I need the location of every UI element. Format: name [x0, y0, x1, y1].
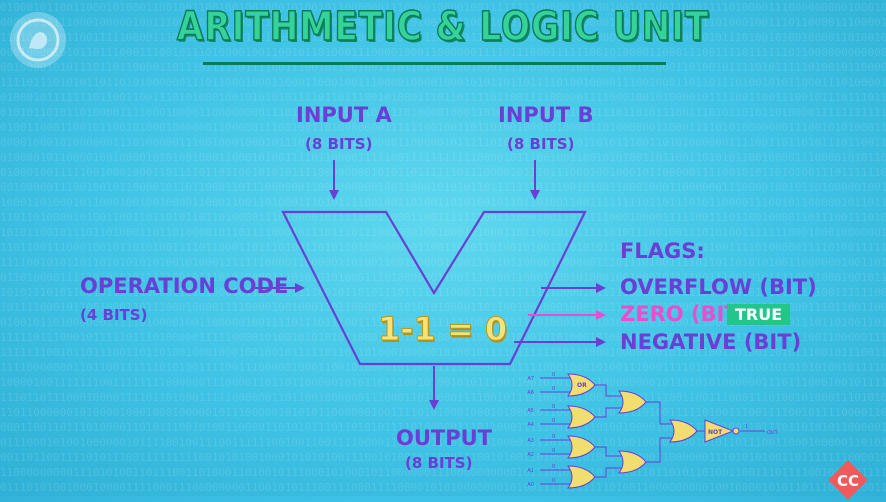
- zero-detect-circuit: [540, 377, 765, 485]
- not-gate-bubble: [732, 427, 740, 435]
- overflow-flag-label: OVERFLOW (BIT): [620, 275, 817, 299]
- alu-shape: [281, 210, 587, 366]
- svg-text:CC: CC: [837, 472, 859, 490]
- circuit-input-value: 0: [552, 478, 555, 484]
- input-b-label: INPUT B: [498, 103, 594, 127]
- or-gate-label: OR: [577, 382, 587, 389]
- output-label: OUTPUT: [396, 426, 492, 450]
- or-gate-icon: [669, 419, 698, 443]
- not-gate-icon: [704, 419, 735, 443]
- circuit-input-label: A7: [527, 376, 534, 382]
- circuit-input-label: A5: [527, 408, 534, 414]
- circuit-input-value: 0: [552, 434, 555, 440]
- or-gate-icon: [567, 405, 596, 429]
- or-gate-icon: [618, 390, 647, 414]
- circuit-input-label: A6: [527, 390, 534, 396]
- operation-code-bits: (4 BITS): [80, 306, 148, 324]
- circuit-input-label: A1: [527, 468, 534, 474]
- logic-gates: [567, 373, 740, 489]
- circuit-input-label: A0: [527, 482, 534, 488]
- circuit-out-label: OUT: [767, 430, 779, 436]
- output-bits: (8 BITS): [405, 454, 473, 472]
- circuit-input-value: 0: [552, 418, 555, 424]
- input-a-label: INPUT A: [296, 103, 392, 127]
- title-underline: [203, 62, 666, 65]
- page-title: ARITHMETIC & LOGIC UNIT: [176, 3, 710, 51]
- input-a-bits: (8 BITS): [305, 135, 373, 153]
- or-gate-icon: [567, 465, 596, 489]
- circuit-input-label: A4: [527, 422, 534, 428]
- zero-flag-value-badge: TRUE: [727, 304, 791, 325]
- or-gate-icon: [567, 435, 596, 459]
- circuit-input-label: A3: [527, 438, 534, 444]
- pbs-logo-icon: [10, 12, 66, 68]
- circuit-input-value: 0: [552, 372, 555, 378]
- circuit-input-value: 0: [552, 464, 555, 470]
- flags-heading: FLAGS:: [620, 239, 705, 263]
- not-gate-label: NOT: [708, 429, 723, 436]
- circuit-input-value: 0: [552, 386, 555, 392]
- circuit-input-value: 0: [552, 404, 555, 410]
- circuit-input-value: 0: [552, 448, 555, 454]
- circuit-out-value: 1: [745, 424, 748, 430]
- input-b-bits: (8 BITS): [507, 135, 575, 153]
- crash-course-cc-icon: CC: [826, 458, 870, 502]
- circuit-input-label: A2: [527, 452, 534, 458]
- operation-code-label: OPERATION CODE: [80, 274, 289, 298]
- or-gate-icon: [618, 450, 647, 474]
- alu-equation: 1-1 = 0: [377, 310, 508, 349]
- negative-flag-label: NEGATIVE (BIT): [620, 330, 802, 354]
- or-gate-icon: [567, 373, 596, 397]
- zero-flag-label: ZERO (BIT): [620, 302, 749, 326]
